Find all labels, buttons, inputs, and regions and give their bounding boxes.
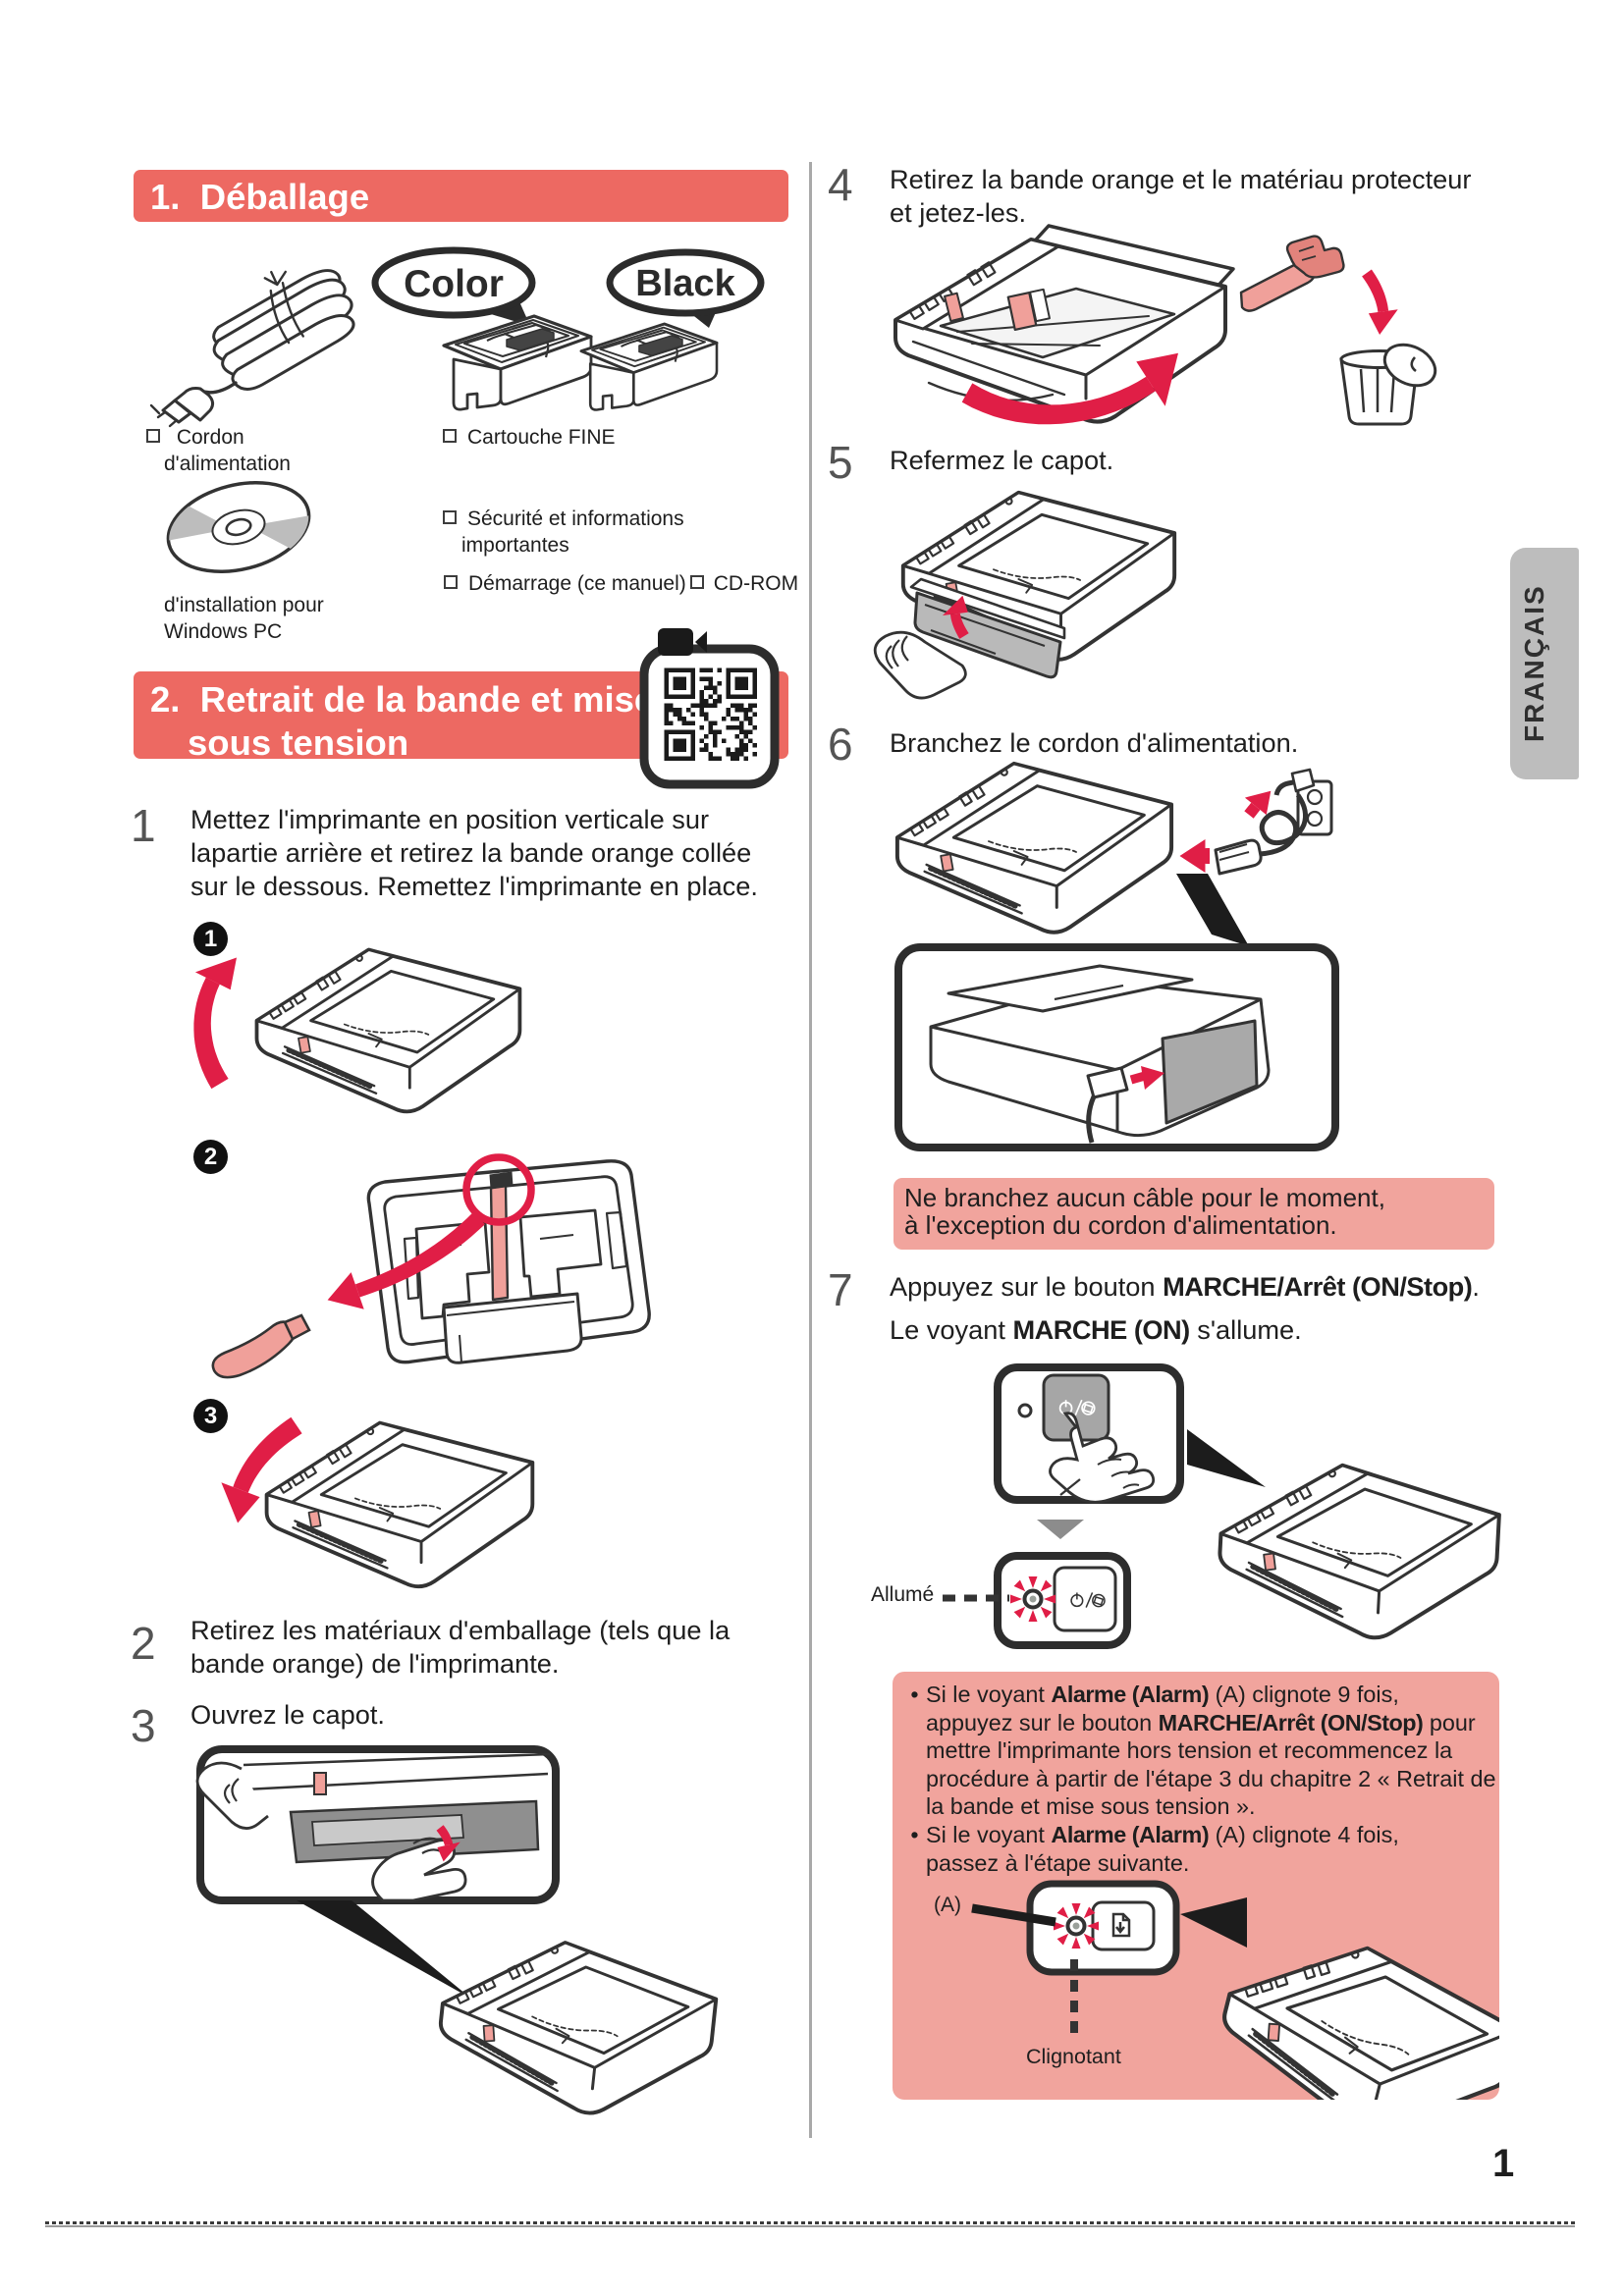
svg-text:Black: Black xyxy=(635,263,735,304)
svg-text:Color: Color xyxy=(404,263,504,305)
